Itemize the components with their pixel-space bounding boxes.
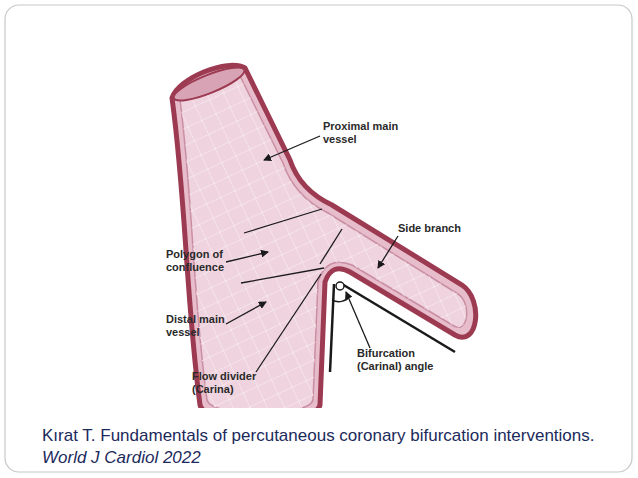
crop-band	[150, 408, 490, 428]
vessel-lumen	[180, 75, 467, 414]
polygon-lines	[241, 209, 342, 283]
part-label: Bifurcation (Carinal) angle	[357, 347, 453, 373]
citation-journal: World J Cardiol 2022	[42, 448, 201, 468]
vessel-opening	[170, 61, 247, 106]
vessel-wall	[172, 65, 476, 422]
part-label: Flow divider (Carina)	[192, 370, 270, 396]
angle-lines	[330, 284, 455, 372]
angle-arc	[332, 296, 350, 302]
citation-text: Kırat T. Fundamentals of percutaneous co…	[42, 426, 595, 446]
part-label: Proximal main vessel	[323, 120, 413, 146]
angle-vertex	[336, 282, 344, 290]
leader-lines	[226, 136, 398, 372]
part-label: Side branch	[398, 222, 478, 235]
part-label: Polygon of confluence	[166, 248, 234, 274]
part-label: Distal main vessel	[166, 313, 230, 339]
slide-border	[5, 5, 632, 472]
stent-mesh	[180, 75, 467, 414]
